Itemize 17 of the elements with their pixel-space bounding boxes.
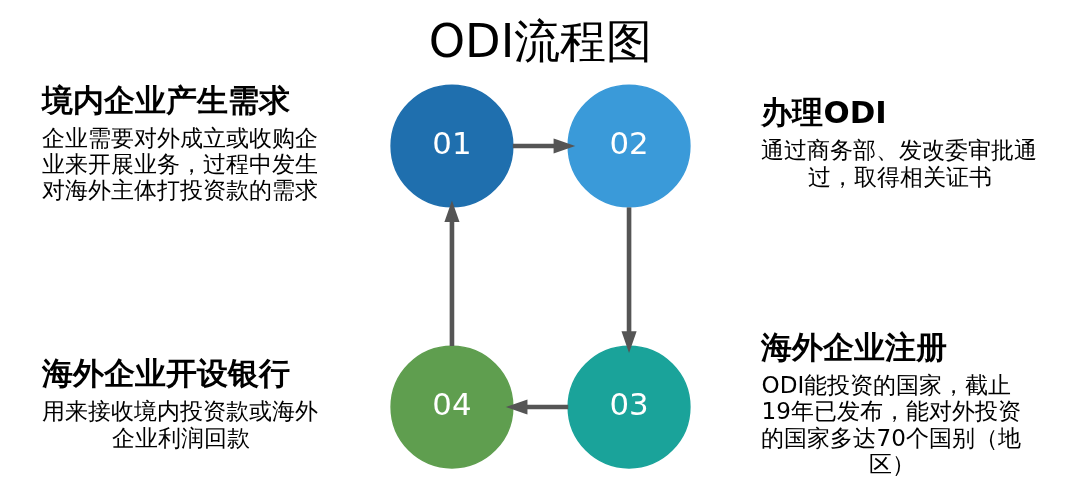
node-label: 企业需要对外成立或收购企业来开展业务，过程中发生对海外主体打投资款的需求 xyxy=(41,125,318,204)
node-label: 用来接收境内投资款或海外企业利润回款 xyxy=(41,398,318,451)
node-label: 办理ODI xyxy=(760,93,887,130)
node-label: ODI能投资的国家，截止19年已发布，能对外投资的国家多达70个国别（地区） xyxy=(760,372,1021,477)
diagram-title: ODI流程图 xyxy=(428,14,652,69)
node-circle: 01 xyxy=(389,84,514,208)
node-circle: 02 xyxy=(566,84,691,208)
arrow xyxy=(620,207,637,353)
arrow xyxy=(443,200,460,346)
node-label: 海外企业开设银行 xyxy=(41,354,290,391)
node-label: 海外企业注册 xyxy=(760,328,947,365)
arrow xyxy=(505,399,568,415)
node-label: 境内企业产生需求 xyxy=(41,81,290,118)
node-label: 通过商务部、发改委审批通过，取得相关证书 xyxy=(760,137,1037,190)
node-circle: 04 xyxy=(389,345,514,469)
node-circle: 03 xyxy=(566,345,691,469)
arrow xyxy=(512,138,575,154)
